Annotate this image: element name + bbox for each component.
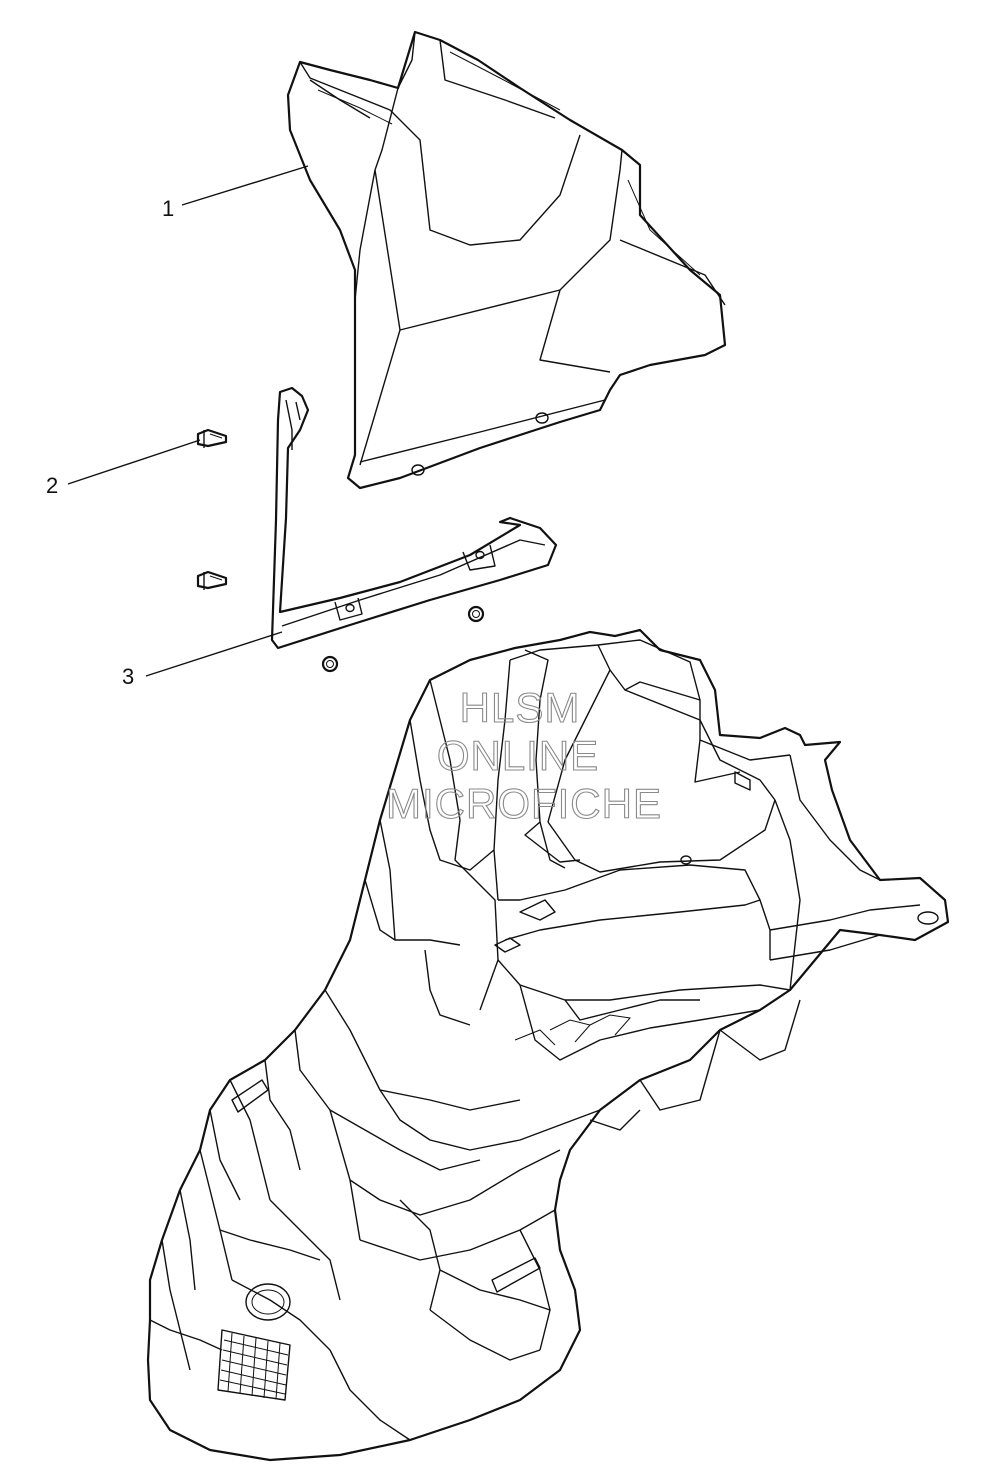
- leader-line-3: [145, 631, 283, 677]
- watermark: HLSM ONLINE MICROFICHE: [385, 683, 662, 827]
- watermark-line-3: MICROFICHE: [386, 780, 662, 827]
- hood-assembly: [146, 628, 950, 1462]
- callout-3: 3: [122, 664, 134, 689]
- callout-1: 1: [162, 196, 174, 221]
- part-2-fastener-upper[interactable]: [196, 428, 228, 448]
- part-1-windshield[interactable]: [286, 30, 727, 490]
- callout-2: 2: [46, 473, 58, 498]
- watermark-line-1: HLSM: [460, 684, 581, 731]
- leader-line-2: [67, 439, 201, 485]
- nut-lower[interactable]: [321, 655, 339, 673]
- nut-upper[interactable]: [467, 605, 485, 623]
- leader-line-1: [181, 165, 309, 206]
- watermark-line-2: ONLINE: [437, 732, 599, 779]
- part-3-bracket[interactable]: [270, 386, 558, 650]
- part-2-fastener-lower[interactable]: [196, 570, 228, 590]
